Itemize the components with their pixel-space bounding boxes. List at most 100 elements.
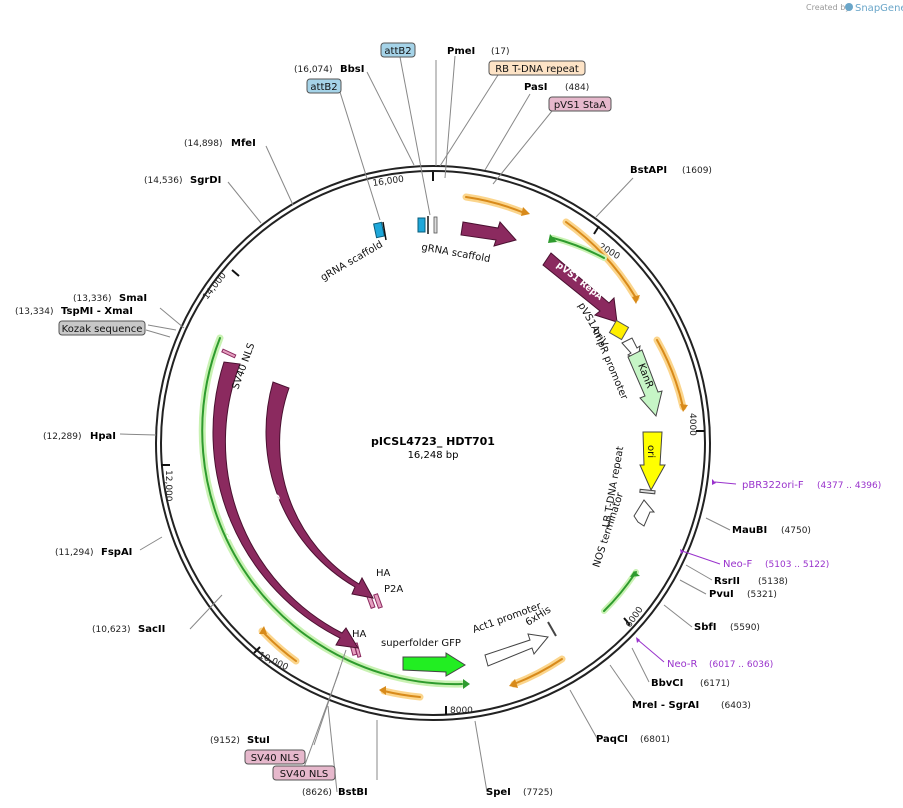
enzyme-maubi-pos: (4750) <box>781 526 811 536</box>
sv40-nls-box-2 <box>272 765 336 781</box>
enzyme-bstapi: BstAPI <box>630 165 667 176</box>
sv40-nls-box-2-label: SV40 NLS <box>280 769 329 780</box>
kozak-label: Kozak sequence <box>62 324 143 335</box>
grna-scaffold-label-2: gRNA scaffold <box>420 242 491 265</box>
enzyme-paqci: PaqCI <box>596 734 628 745</box>
enzyme-sacii: SacII <box>138 624 165 635</box>
pvs1-oriv-feature <box>608 319 630 341</box>
attb2-top-label: attB2 <box>384 46 411 57</box>
enzyme-fspai: FspAI <box>101 547 132 558</box>
grna-right-feature <box>417 216 438 234</box>
primer-neo-f-pos: (5103 .. 5122) <box>765 560 829 570</box>
enzyme-maubi: MauBI <box>732 525 767 536</box>
primer-leaders <box>637 481 737 663</box>
kozak-box <box>58 320 146 336</box>
enzyme-stui: StuI <box>247 735 270 746</box>
pvs1-repa-label: pVS1 RepA <box>554 260 604 302</box>
rb-repeat-box <box>488 60 586 76</box>
primer-marker-neof <box>680 549 684 554</box>
enzyme-pvui: PvuI <box>709 589 734 600</box>
enzyme-mfei: MfeI <box>231 138 256 149</box>
primer-marker-neor <box>636 637 640 643</box>
sv40-nls-feature <box>221 348 237 359</box>
pvs1-staa-box <box>548 96 612 112</box>
cas9-outer-arrow <box>212 361 359 649</box>
grna-arrow-top <box>460 221 517 247</box>
enzyme-spei: SpeI <box>486 787 511 798</box>
enzyme-mrei-sgrai: MreI - SgrAI <box>632 700 699 711</box>
enzyme-hpai: HpaI <box>90 431 116 442</box>
enzyme-pmei-pos: (17) <box>491 47 509 57</box>
backbone-inner <box>160 170 706 716</box>
enzyme-bstbi-pos: (8626) <box>302 788 332 798</box>
enzyme-tspmi-xmai-pos: (13,334) <box>15 307 54 317</box>
tick-4000: 4000 <box>687 413 697 436</box>
enzyme-sgrdi-pos: (14,536) <box>144 176 183 186</box>
his-tag-feature <box>547 621 557 637</box>
backbone-outer <box>155 165 711 721</box>
nos-terminator-arrow <box>633 499 656 527</box>
ori-label: ori <box>645 445 656 458</box>
snapgene-logo-icon <box>845 3 853 11</box>
enzyme-mfei-pos: (14,898) <box>184 139 223 149</box>
pvs1-repa-arrow <box>542 252 618 323</box>
primer-neo-r-pos: (6017 .. 6036) <box>709 660 773 670</box>
primer-neo-r: Neo-R <box>667 659 698 670</box>
attb2-top-box <box>380 42 416 58</box>
grna-left-feature <box>373 221 387 241</box>
enzyme-sbfi: SbfI <box>694 622 716 633</box>
enzyme-pvui-pos: (5321) <box>747 590 777 600</box>
enzyme-bbvci-pos: (6171) <box>700 679 730 689</box>
attb2-left-box <box>306 78 342 94</box>
primer-neo-f: Neo-F <box>723 559 753 570</box>
tick-16000: 16,000 <box>372 175 405 189</box>
primer-pbr322ori-f: pBR322ori-F <box>742 480 804 491</box>
green-arcs <box>198 235 639 688</box>
superfolder-gfp-arrow <box>402 652 466 677</box>
enzyme-smai-pos: (13,336) <box>73 294 112 304</box>
sv40-nls-box-1-label: SV40 NLS <box>251 753 300 764</box>
attb2-left-label: attB2 <box>310 82 337 93</box>
orange-arrowheads <box>259 207 688 695</box>
ha-label-2: HA <box>352 629 367 640</box>
ori-arrow <box>639 431 666 492</box>
p2a-feature <box>373 593 383 609</box>
enzyme-mrei-sgrai-pos: (6403) <box>721 701 751 711</box>
act1-promoter-arrow <box>484 633 549 667</box>
enzyme-stui-pos: (9152) <box>210 736 240 746</box>
enzyme-pasi-pos: (484) <box>565 83 589 93</box>
leader-lines <box>119 55 731 793</box>
green-arrowheads <box>463 234 640 689</box>
enzyme-bstbi: BstBI <box>338 787 368 798</box>
superfolder-gfp-label: superfolder GFP <box>381 638 461 649</box>
credit-brand: SnapGene <box>855 3 903 14</box>
primer-marker-pbr322 <box>712 479 716 485</box>
enzyme-tspmi-xmai: TspMI - XmaI <box>61 306 133 317</box>
enzyme-pmei: PmeI <box>447 46 475 57</box>
lb-repeat-feature <box>639 488 656 495</box>
enzyme-smai: SmaI <box>119 293 147 304</box>
enzyme-paqci-pos: (6801) <box>640 735 670 745</box>
enzyme-hpai-pos: (12,289) <box>43 432 82 442</box>
enzyme-rsrii-pos: (5138) <box>758 577 788 587</box>
enzyme-bbsi-pos: (16,074) <box>294 65 333 75</box>
grna-scaffold-label-1: gRNA scaffold <box>319 239 385 283</box>
enzyme-spei-pos: (7725) <box>523 788 553 798</box>
enzyme-sbfi-pos: (5590) <box>730 623 760 633</box>
enzyme-fspai-pos: (11,294) <box>55 548 94 558</box>
tick-8000: 8000 <box>450 706 473 716</box>
pvs1-staa-label: pVS1 StaA <box>554 100 606 111</box>
enzyme-bbsi: BbsI <box>340 64 364 75</box>
tick-12000: 12,000 <box>163 470 173 502</box>
sv40-nls-box-1 <box>244 749 306 765</box>
p2a-label: P2A <box>384 584 403 595</box>
cas9-inner-arrow <box>265 381 374 599</box>
plasmid-name: pICSL4723_ HDT701 <box>371 435 495 448</box>
primer-pbr322ori-f-pos: (4377 .. 4396) <box>817 481 881 491</box>
enzyme-bstapi-pos: (1609) <box>682 166 712 176</box>
enzyme-rsrii: RsrII <box>714 576 740 587</box>
enzyme-pasi: PasI <box>524 82 547 93</box>
enzyme-bbvci: BbvCI <box>651 678 683 689</box>
enzyme-sacii-pos: (10,623) <box>92 625 131 635</box>
